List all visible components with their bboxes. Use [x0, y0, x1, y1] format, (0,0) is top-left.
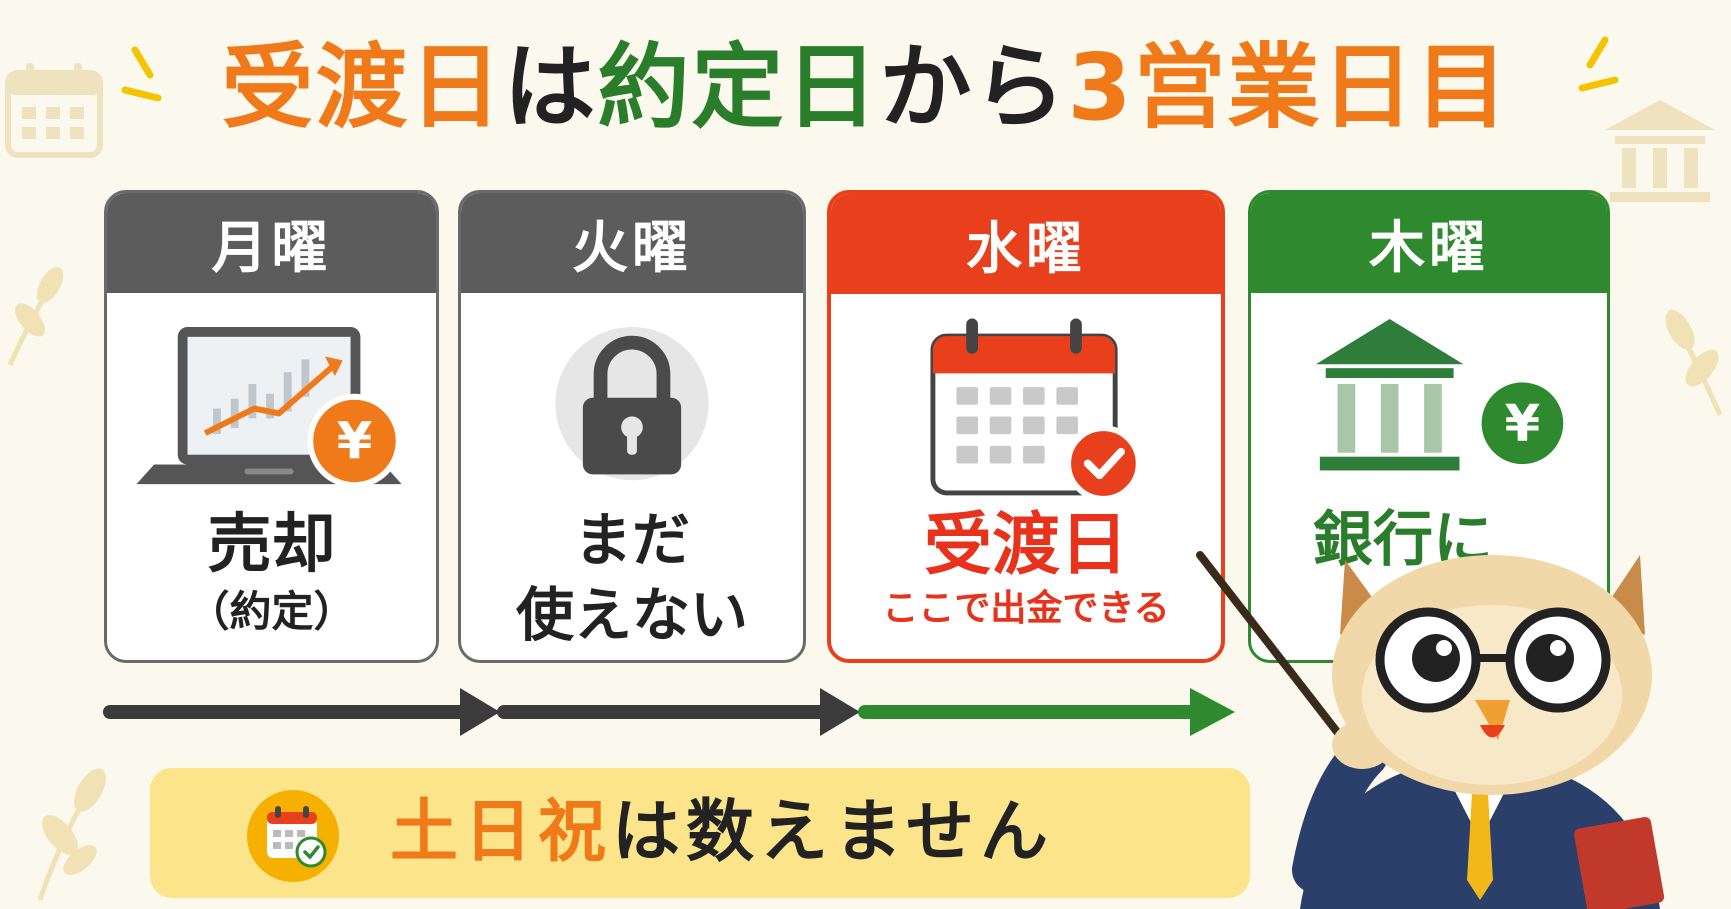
laptop-chart-icon: ¥	[136, 327, 402, 489]
background-calendar-icon	[5, 63, 103, 158]
bank-icon: ¥	[1315, 319, 1569, 471]
day-header: 木曜	[1251, 193, 1607, 293]
day-header: 火曜	[461, 193, 803, 293]
title-part-third-business-day: 3営業日目	[1067, 34, 1510, 141]
sparkle-left-icon	[121, 46, 162, 102]
day-card-wednesday: 水曜 受渡日 ここで出金できる	[827, 190, 1225, 663]
day-label-line2: （約定）	[187, 587, 356, 636]
calendar-clock-icon	[247, 790, 339, 882]
sparkle-right-icon	[1578, 36, 1619, 92]
yen-symbol: ¥	[1505, 395, 1541, 454]
title-part-kara: から	[879, 34, 1068, 141]
day-label-line2: 使えない	[515, 581, 748, 649]
title-part-particle-wa: は	[503, 34, 598, 141]
banner-rest: は数えません	[612, 793, 1054, 872]
page-title: 受渡日は約定日から3営業日目	[0, 28, 1731, 148]
day-label-line1: 売却	[207, 508, 336, 582]
calendar-check-icon	[930, 318, 1142, 502]
weekend-note-banner: 土日祝は数えません	[150, 768, 1250, 898]
background-leaf-icon	[7, 266, 64, 367]
arrow-head-tuesday-wednesday	[820, 688, 860, 736]
day-header: 月曜	[107, 193, 436, 293]
timeline-arrows	[103, 688, 1235, 736]
owl-mascot-icon	[1196, 551, 1665, 909]
lock-icon	[555, 326, 709, 481]
day-card-tuesday: 火曜 まだ 使えない	[458, 190, 806, 663]
banner-highlight: 土日祝	[390, 793, 613, 872]
background-leaf-icon	[37, 768, 106, 900]
arrow-head-monday-tuesday	[460, 688, 500, 736]
day-card-monday: 月曜 ¥ 売却 （約定）	[104, 190, 439, 663]
title-part-settlement-day: 受渡日	[221, 34, 504, 141]
background-leaf-icon	[1665, 308, 1723, 417]
yen-symbol: ¥	[337, 413, 373, 472]
weekend-note-text: 土日祝は数えません	[390, 790, 1054, 876]
day-label-line1: まだ	[573, 506, 690, 574]
day-label-line2: ここで出金できる	[882, 588, 1170, 629]
title-part-trade-day: 約定日	[597, 34, 880, 141]
day-header: 水曜	[831, 194, 1221, 294]
arrow-head-wednesday-thursday	[1190, 688, 1235, 736]
background-bank-icon	[1605, 100, 1715, 202]
day-label-line1: 受渡日	[923, 506, 1128, 585]
